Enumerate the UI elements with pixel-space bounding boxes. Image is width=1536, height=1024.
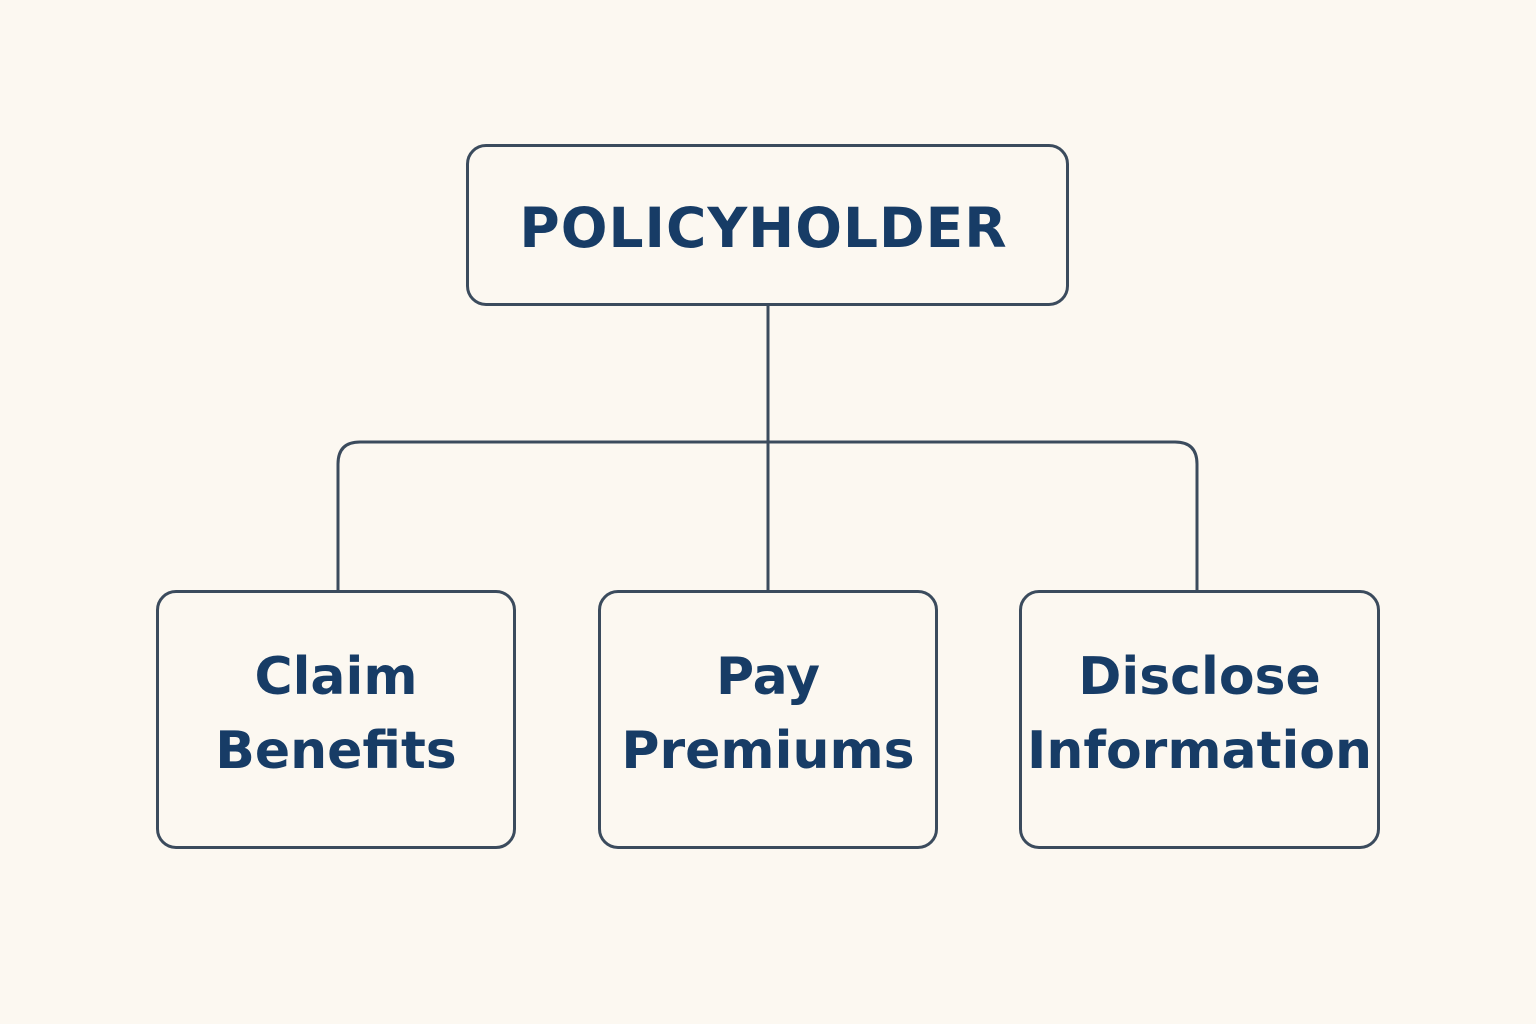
claim-benefits-box: Claim Benefits (156, 590, 516, 849)
claim-benefits-line-2: Benefits (215, 720, 457, 781)
disclose-information-line-2: Information (1026, 720, 1373, 781)
policyholder-box: POLICYHOLDER (466, 144, 1069, 306)
pay-premiums-line-2: Premiums (621, 720, 915, 781)
claim-benefits-label: Claim Benefits (215, 640, 457, 788)
pay-premiums-label: Pay Premiums (621, 640, 914, 788)
policyholder-label: POLICYHOLDER (519, 196, 1008, 260)
claim-benefits-line-1: Claim (254, 646, 418, 707)
disclose-information-box: Disclose Information (1019, 590, 1380, 849)
disclose-information-label: Disclose Information (1027, 640, 1372, 788)
disclose-information-line-1: Disclose (1078, 646, 1321, 707)
pay-premiums-line-1: Pay (715, 646, 821, 707)
pay-premiums-box: Pay Premiums (598, 590, 938, 849)
